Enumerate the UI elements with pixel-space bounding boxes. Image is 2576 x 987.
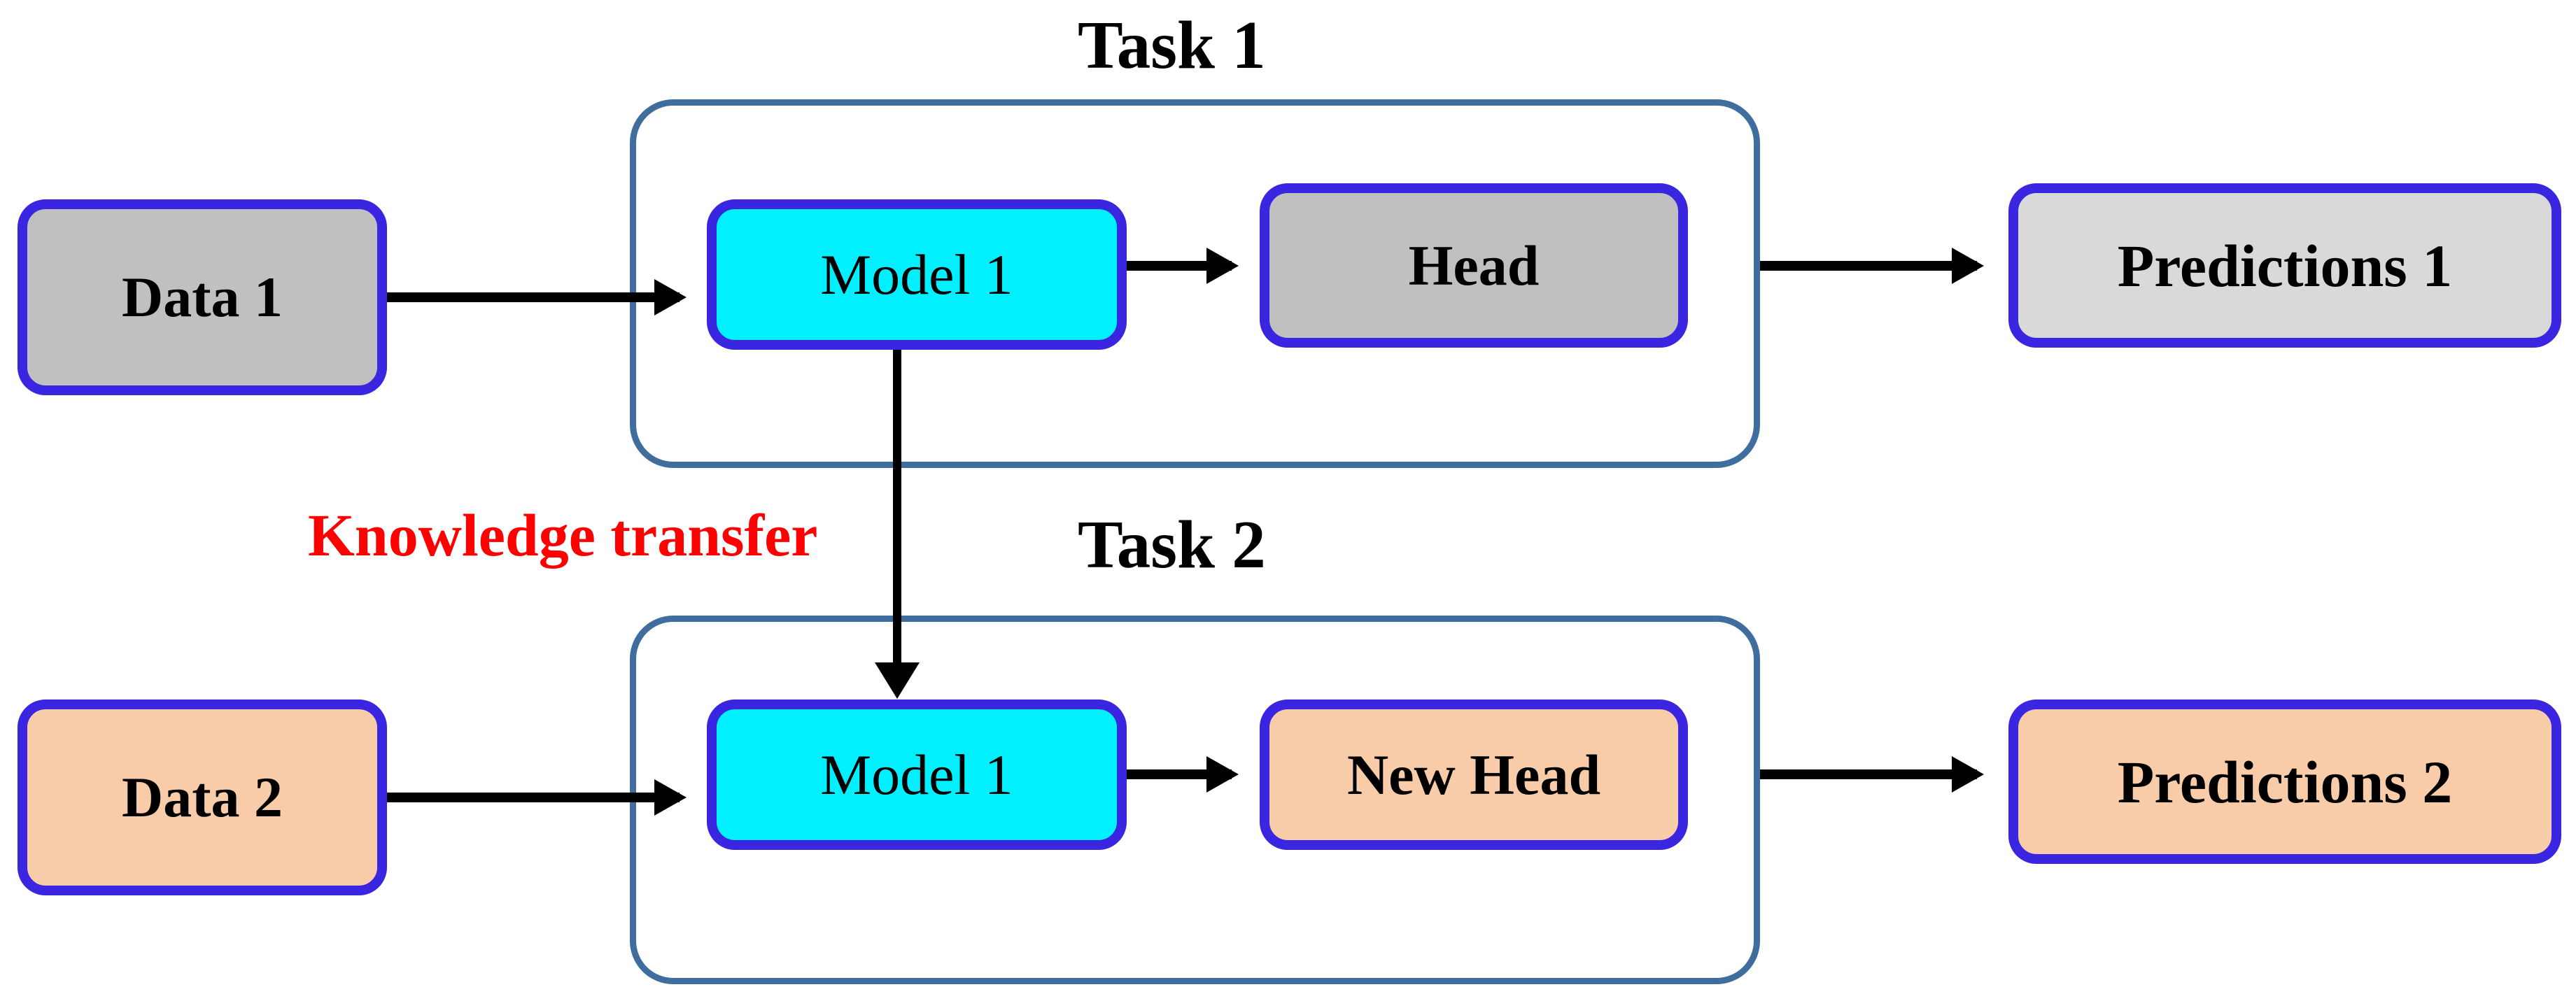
task-1-container [630, 99, 1760, 468]
arrow-task-2-to-predictions-2-icon [1760, 769, 1977, 779]
node-predictions-1[interactable]: Predictions 1 [2008, 183, 2561, 348]
arrow-model-1-to-new-head-icon [1127, 769, 1232, 779]
arrow-data-2-to-model-1-icon [387, 793, 680, 802]
task-1-title: Task 1 [1078, 8, 1266, 83]
node-predictions-2[interactable]: Predictions 2 [2008, 700, 2561, 864]
node-data-2[interactable]: Data 2 [17, 700, 387, 895]
knowledge-transfer-label: Knowledge transfer [308, 502, 818, 569]
arrow-task-1-to-predictions-1-icon [1760, 261, 1977, 271]
node-new-head[interactable]: New Head [1260, 700, 1688, 850]
arrow-data-1-to-model-1-icon [387, 292, 680, 302]
node-head[interactable]: Head [1260, 183, 1688, 348]
arrow-knowledge-transfer-icon [893, 350, 901, 668]
arrow-model-1-to-head-icon [1127, 261, 1232, 271]
node-model-1-task-2[interactable]: Model 1 [707, 700, 1127, 850]
node-model-1-task-1[interactable]: Model 1 [707, 199, 1127, 350]
task-2-title: Task 2 [1078, 507, 1266, 582]
node-data-1[interactable]: Data 1 [17, 199, 387, 395]
